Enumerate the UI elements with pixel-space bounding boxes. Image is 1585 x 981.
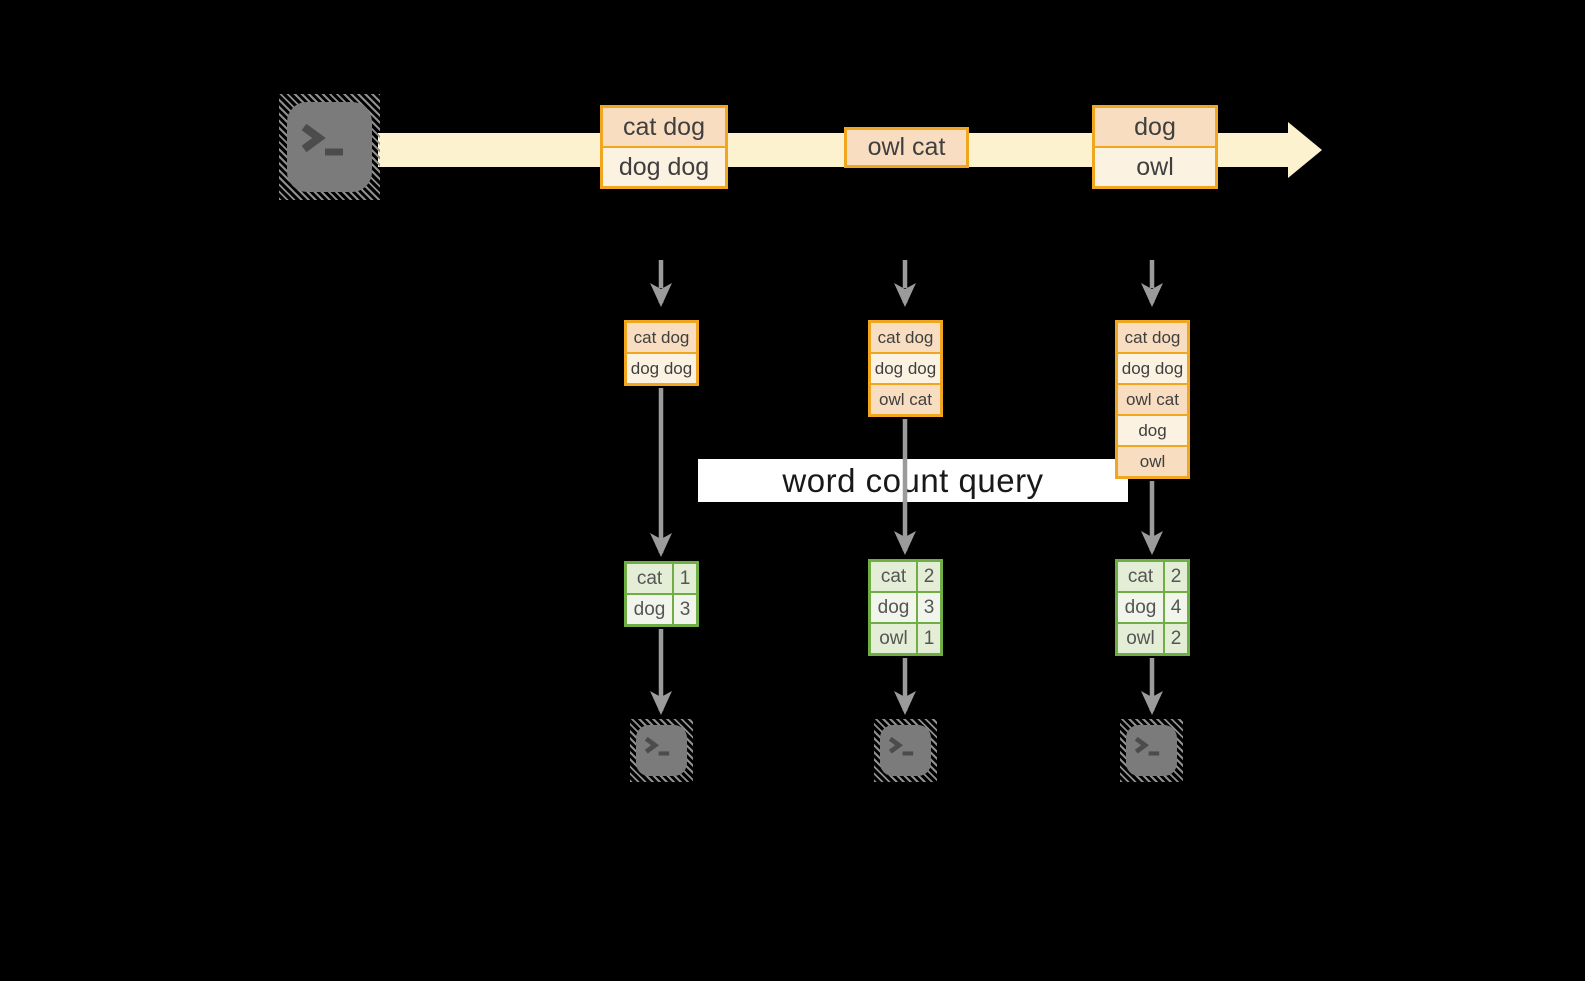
table-row: cat 1 [627, 564, 696, 593]
word-cell: owl [1118, 624, 1165, 653]
sink-terminal-icon-3 [1120, 719, 1183, 782]
count-cell: 3 [918, 593, 940, 622]
word-cell: cat [871, 562, 918, 591]
word-cell: owl [871, 624, 918, 653]
record: dog dog [871, 352, 940, 383]
word-cell: cat [1118, 562, 1165, 591]
table-row: dog 3 [627, 593, 696, 624]
word-cell: dog [871, 593, 918, 622]
table-row: owl 1 [871, 622, 940, 653]
count-cell: 1 [918, 624, 940, 653]
count-cell: 4 [1165, 593, 1187, 622]
count-cell: 2 [918, 562, 940, 591]
stream-event-line: cat dog [603, 108, 725, 146]
terminal-prompt-icon [889, 737, 914, 756]
stream-event-box-3: dog owl [1092, 105, 1218, 189]
count-cell: 1 [674, 564, 696, 593]
terminal-icon [287, 102, 372, 192]
record: owl [1118, 445, 1187, 476]
record: cat dog [1118, 323, 1187, 352]
count-cell: 2 [1165, 624, 1187, 653]
record-stack-3: cat dog dog dog owl cat dog owl [1115, 320, 1190, 479]
record-stack-1: cat dog dog dog [624, 320, 699, 386]
word-count-table-2: cat 2 dog 3 owl 1 [868, 559, 943, 656]
sink-terminal-icon-1 [630, 719, 693, 782]
stream-event-box-1: cat dog dog dog [600, 105, 728, 189]
table-row: dog 4 [1118, 591, 1187, 622]
sink-terminal-icon-2 [874, 719, 937, 782]
terminal-prompt-icon [301, 123, 343, 156]
table-row: dog 3 [871, 591, 940, 622]
record: owl cat [1118, 383, 1187, 414]
record: dog dog [627, 352, 696, 383]
count-cell: 2 [1165, 562, 1187, 591]
table-row: cat 2 [871, 562, 940, 591]
word-count-table-3: cat 2 dog 4 owl 2 [1115, 559, 1190, 656]
word-cell: dog [1118, 593, 1165, 622]
query-label: word count query [698, 459, 1128, 502]
record: cat dog [871, 323, 940, 352]
word-cell: dog [627, 595, 674, 624]
source-terminal-icon [279, 94, 380, 200]
stream-event-line: dog [1095, 108, 1215, 146]
terminal-icon [636, 725, 687, 776]
word-cell: cat [627, 564, 674, 593]
record: owl cat [871, 383, 940, 414]
stream-event-line: owl cat [847, 130, 966, 165]
stream-event-line: owl [1095, 146, 1215, 186]
terminal-prompt-icon [1135, 737, 1160, 756]
word-count-table-1: cat 1 dog 3 [624, 561, 699, 627]
terminal-icon [880, 725, 931, 776]
record: cat dog [627, 323, 696, 352]
stream-event-box-2: owl cat [844, 127, 969, 168]
table-row: owl 2 [1118, 622, 1187, 653]
terminal-icon [1126, 725, 1177, 776]
record: dog [1118, 414, 1187, 445]
terminal-prompt-icon [645, 737, 670, 756]
count-cell: 3 [674, 595, 696, 624]
table-row: cat 2 [1118, 562, 1187, 591]
record: dog dog [1118, 352, 1187, 383]
stream-event-line: dog dog [603, 146, 725, 186]
record-stack-2: cat dog dog dog owl cat [868, 320, 943, 417]
